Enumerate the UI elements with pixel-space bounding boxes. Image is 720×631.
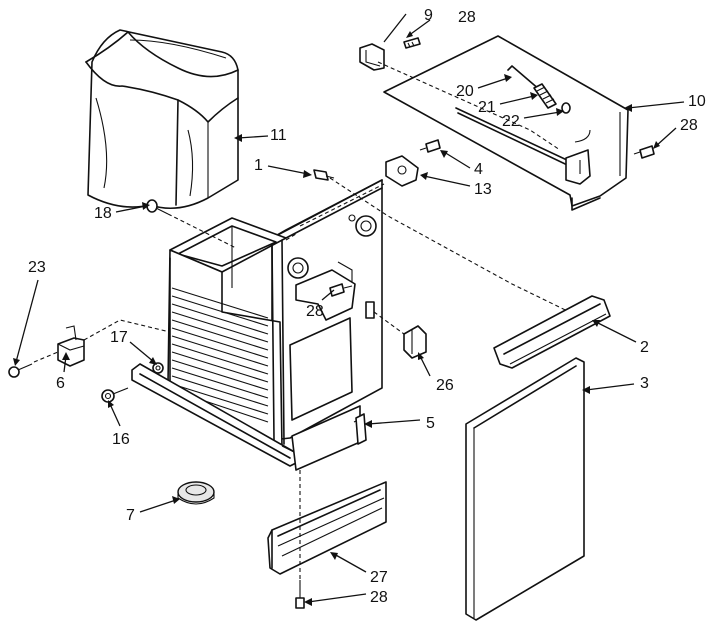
callout-5: 5 — [426, 415, 435, 432]
part-5-bracket — [355, 413, 367, 445]
callout-4: 4 — [474, 161, 483, 178]
part-9-bracket — [359, 43, 385, 71]
callout-7: 7 — [126, 507, 135, 524]
callout-13: 13 — [474, 181, 492, 198]
part-27-kick-plate — [267, 481, 387, 575]
callout-27: 27 — [370, 569, 388, 586]
part-23-screw — [8, 363, 33, 378]
callout-28-right: 28 — [680, 117, 698, 134]
callout-28-bottom: 28 — [370, 589, 388, 606]
callout-28-top: 28 — [458, 9, 476, 26]
callout-21: 21 — [478, 99, 496, 116]
part-1-screw — [313, 169, 335, 181]
callout-28-center: 28 — [306, 303, 324, 320]
callout-22: 22 — [502, 113, 520, 130]
screw-28-center — [329, 283, 353, 297]
callout-26: 26 — [436, 377, 454, 394]
screw-28-right — [633, 145, 655, 159]
part-13-hinge — [385, 155, 419, 187]
part-3-door-panel — [465, 357, 585, 621]
callout-6: 6 — [56, 375, 65, 392]
callout-9: 9 — [424, 7, 433, 24]
callout-18: 18 — [94, 205, 112, 222]
callout-23: 23 — [28, 259, 46, 276]
callout-16: 16 — [112, 431, 130, 448]
callout-11: 11 — [270, 127, 287, 144]
part-7-foot — [177, 481, 215, 505]
cabinet-body — [131, 179, 385, 471]
callout-1: 1 — [254, 157, 263, 174]
callout-3: 3 — [640, 375, 649, 392]
part-26-clip — [403, 325, 427, 359]
leader-lines — [13, 13, 685, 606]
knob-icon — [287, 257, 309, 279]
part-11-liner-bag — [85, 29, 239, 210]
callout-labels: 9 28 11 20 21 22 10 28 1 4 13 18 23 17 6… — [28, 7, 706, 606]
screw-28-bottom — [295, 580, 305, 609]
part-4-screw — [419, 139, 441, 153]
part-2-door-trim — [493, 295, 611, 369]
part-16-screw — [101, 387, 129, 403]
knob-icon — [355, 215, 377, 237]
callout-10: 10 — [688, 93, 706, 110]
callout-20: 20 — [456, 83, 474, 100]
part-20-rod — [507, 65, 541, 91]
screw-28-top — [403, 37, 421, 49]
part-22-washer — [561, 102, 571, 114]
evaporator-fins — [171, 287, 269, 423]
part-17-nut — [152, 362, 164, 374]
part-21-spring — [533, 83, 557, 109]
callout-2: 2 — [640, 339, 649, 356]
callout-17: 17 — [110, 329, 128, 346]
part-6-bracket — [57, 325, 85, 367]
part-10-top-panel — [383, 35, 629, 211]
